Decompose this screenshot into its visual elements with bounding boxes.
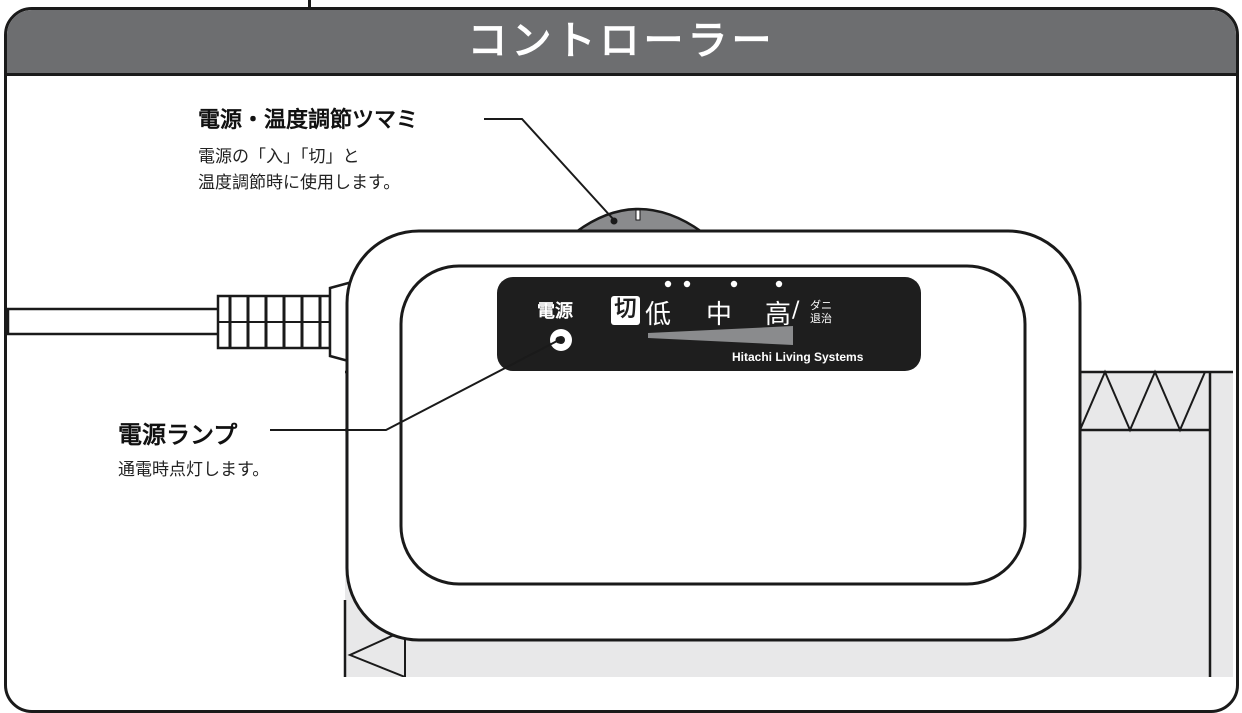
mid-label: 中 bbox=[706, 300, 733, 330]
cord-cable bbox=[6, 307, 230, 336]
power-temperature-knob bbox=[572, 207, 706, 234]
header-bar: コントローラー bbox=[7, 10, 1236, 76]
page-title: コントローラー bbox=[467, 18, 776, 64]
mat-stitch-pattern bbox=[1079, 369, 1206, 433]
temperature-wedge bbox=[648, 326, 793, 345]
knob-indicator bbox=[635, 209, 641, 221]
low-label: 低 bbox=[645, 300, 672, 330]
knob-callout-title: 電源・温度調節ツマミ bbox=[198, 108, 419, 133]
slash-label: / bbox=[792, 298, 800, 323]
leader-lines bbox=[270, 118, 618, 431]
brand-label: Hitachi Living Systems bbox=[732, 350, 864, 364]
off-label-box bbox=[611, 296, 640, 325]
lamp-leader bbox=[270, 339, 560, 431]
mite-label-top: ダニ bbox=[810, 299, 832, 312]
lamp-callout-desc: 通電時点灯します。 bbox=[118, 460, 270, 480]
off-label: 切 bbox=[614, 297, 637, 322]
mite-label-bottom: 退治 bbox=[810, 312, 832, 325]
power-cord bbox=[6, 280, 354, 364]
setting-dots bbox=[664, 280, 783, 288]
knob-callout-desc-line2: 温度調節時に使用します。 bbox=[198, 173, 401, 193]
knob-dial bbox=[572, 207, 706, 234]
controller-illustration bbox=[6, 118, 1233, 677]
face-panel bbox=[497, 277, 921, 371]
high-label: 高 bbox=[765, 300, 792, 330]
power-label: 電源 bbox=[537, 301, 573, 322]
knob-leader bbox=[484, 118, 615, 221]
mat-stitch-pattern-left bbox=[347, 629, 406, 677]
knob-callout-desc-line1: 電源の「入」「切」と bbox=[198, 147, 360, 167]
top-connector-stub bbox=[308, 0, 311, 9]
lamp-callout-title: 電源ランプ bbox=[118, 421, 238, 449]
